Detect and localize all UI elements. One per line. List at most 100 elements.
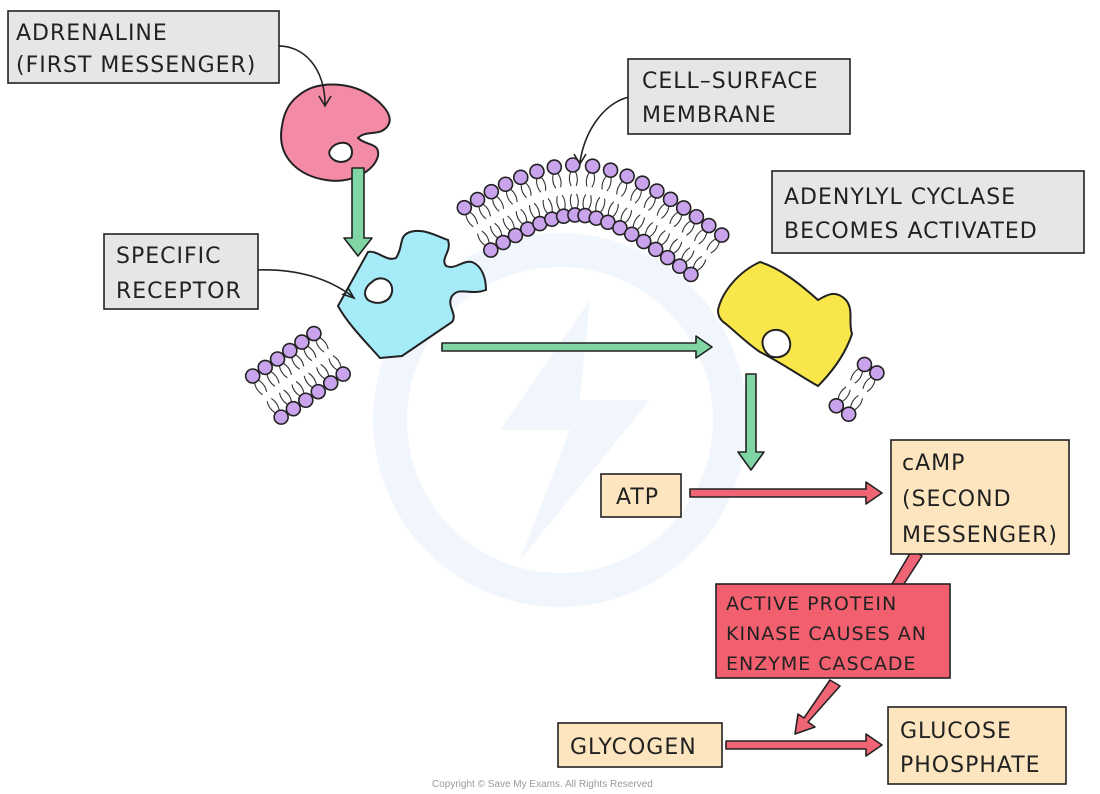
phospholipid-tail: [706, 238, 716, 251]
phospholipid-head: [335, 366, 351, 382]
phospholipid-tail: [657, 230, 666, 243]
phospholipid-tail: [620, 183, 628, 197]
red-arrows: [689, 481, 923, 757]
phospholipid-head: [856, 356, 873, 373]
phospholipid-head: [635, 233, 652, 250]
phospholipid-tail: [681, 220, 691, 233]
phospholipid-tail: [307, 345, 317, 358]
phospholipid-tail: [303, 375, 313, 388]
phospholipid-tail: [482, 203, 491, 217]
phospholipid-tail: [315, 340, 325, 353]
phospholipid-tail: [278, 392, 288, 405]
phospholipid-tail: [568, 171, 572, 187]
green-arrows: [343, 167, 765, 471]
phospholipid-head: [244, 368, 261, 384]
phospholipid-tail: [525, 182, 532, 196]
phospholipid-tail: [694, 229, 703, 242]
phospholipid-tail: [258, 379, 268, 392]
phospholipid-tail: [698, 232, 708, 245]
phospholipid-tail: [854, 398, 864, 411]
phospholipid-head: [285, 400, 302, 417]
label-glycogen: GLYCOGEN: [557, 722, 723, 768]
phospholipid-head: [671, 258, 688, 275]
phospholipid-head: [469, 191, 486, 208]
phospholipid-head: [675, 200, 692, 216]
phospholipid-tail: [862, 376, 872, 389]
phospholipid-tail: [270, 397, 280, 411]
phospholipid-head: [634, 175, 651, 191]
phospholipid-tail: [591, 173, 596, 188]
arrow-adrenaline-to-receptor: [343, 167, 373, 257]
phospholipid-tail: [469, 211, 479, 225]
label-atp: ATP: [600, 473, 682, 518]
phospholipid-tail: [854, 371, 864, 384]
phospholipid-tail: [540, 177, 547, 191]
label-cell-surface-membrane: CELL–SURFACE MEMBRANE: [627, 58, 851, 135]
phospholipid-head: [619, 168, 635, 184]
phospholipid-tail: [634, 190, 642, 204]
adenylyl-cyclase: [716, 260, 854, 388]
phospholipid-tail: [520, 208, 528, 222]
adenylyl-line-1: ADENYLYL CYCLASE: [784, 185, 1016, 210]
label-glucose-phosphate: GLUCOSE PHOSPHATE: [887, 706, 1067, 785]
camp-line-1: cAMP: [902, 451, 965, 476]
phospholipid-head: [649, 183, 665, 199]
phospholipid-tail: [515, 211, 523, 225]
phospholipid-tail: [552, 174, 557, 189]
phospholipid-tail: [620, 207, 628, 221]
arrow-atp-to-camp: [689, 481, 883, 505]
phospholipid-head: [269, 351, 286, 367]
adrenaline-line-1: ADRENALINE: [16, 21, 168, 46]
phospholipid-tail: [510, 188, 518, 202]
phospholipid-head: [310, 383, 327, 400]
label-adrenaline: ADRENALINE (FIRST MESSENGER): [7, 10, 280, 84]
phospholipid-tail: [685, 250, 695, 263]
phospholipid-tail: [850, 368, 859, 381]
phospholipid-tail: [254, 383, 263, 396]
phospholipid-head: [602, 162, 619, 179]
phospholipid-head: [828, 397, 845, 414]
phospholipid-head: [869, 365, 885, 381]
phospholipid-tail: [295, 354, 305, 367]
phospholipid-tail: [489, 225, 498, 239]
phospholipid-tail: [278, 366, 288, 379]
phospholipid-head: [456, 199, 473, 216]
phospholipid-tail: [576, 193, 579, 209]
phospholipid-head: [483, 183, 500, 200]
phospholipid-tail: [649, 225, 658, 238]
phospholipid-tail: [533, 202, 541, 217]
arrow-receptor-to-cyclase: [441, 335, 713, 359]
arrow-cyclase-down: [737, 373, 765, 471]
phospholipid-tail: [291, 357, 301, 370]
label-specific-receptor: SPECIFIC RECEPTOR: [103, 233, 259, 310]
phospholipid-tail: [661, 206, 670, 219]
pointer-adrenaline: [274, 45, 326, 105]
phospholipid-tail: [528, 205, 536, 219]
specific-receptor: [336, 230, 488, 360]
receptor-line-1: SPECIFIC: [116, 244, 222, 269]
phospholipid-tail: [328, 358, 338, 371]
phospholipid-tail: [842, 389, 851, 402]
phospholipid-tail: [669, 238, 678, 251]
atp-text: ATP: [616, 485, 659, 510]
phospholipid-tail: [283, 389, 293, 402]
kinase-line-2: KINASE CAUSES AN: [726, 623, 927, 645]
phospholipid-tail: [502, 218, 511, 231]
camp-line-2: (SECOND: [902, 487, 1012, 512]
phospholipid-tail: [624, 210, 633, 224]
phospholipid-tail: [588, 195, 592, 210]
phospholipid-head: [688, 208, 705, 225]
phospholipid-tail: [644, 222, 654, 235]
phospholipid-tail: [477, 233, 486, 246]
phospholipid-head: [623, 226, 640, 243]
phospholipid-head: [512, 169, 529, 186]
phospholipid-tail: [673, 241, 683, 254]
phospholipid-head: [273, 409, 289, 425]
receptor-line-2: RECEPTOR: [116, 279, 242, 304]
phospholipid-tail: [481, 230, 490, 243]
phospholipid-tail: [669, 211, 678, 225]
phospholipid-tail: [606, 177, 612, 192]
phospholipid-tail: [616, 181, 623, 195]
phospholipid-tail: [632, 214, 641, 228]
phospholipid-head: [322, 375, 339, 391]
